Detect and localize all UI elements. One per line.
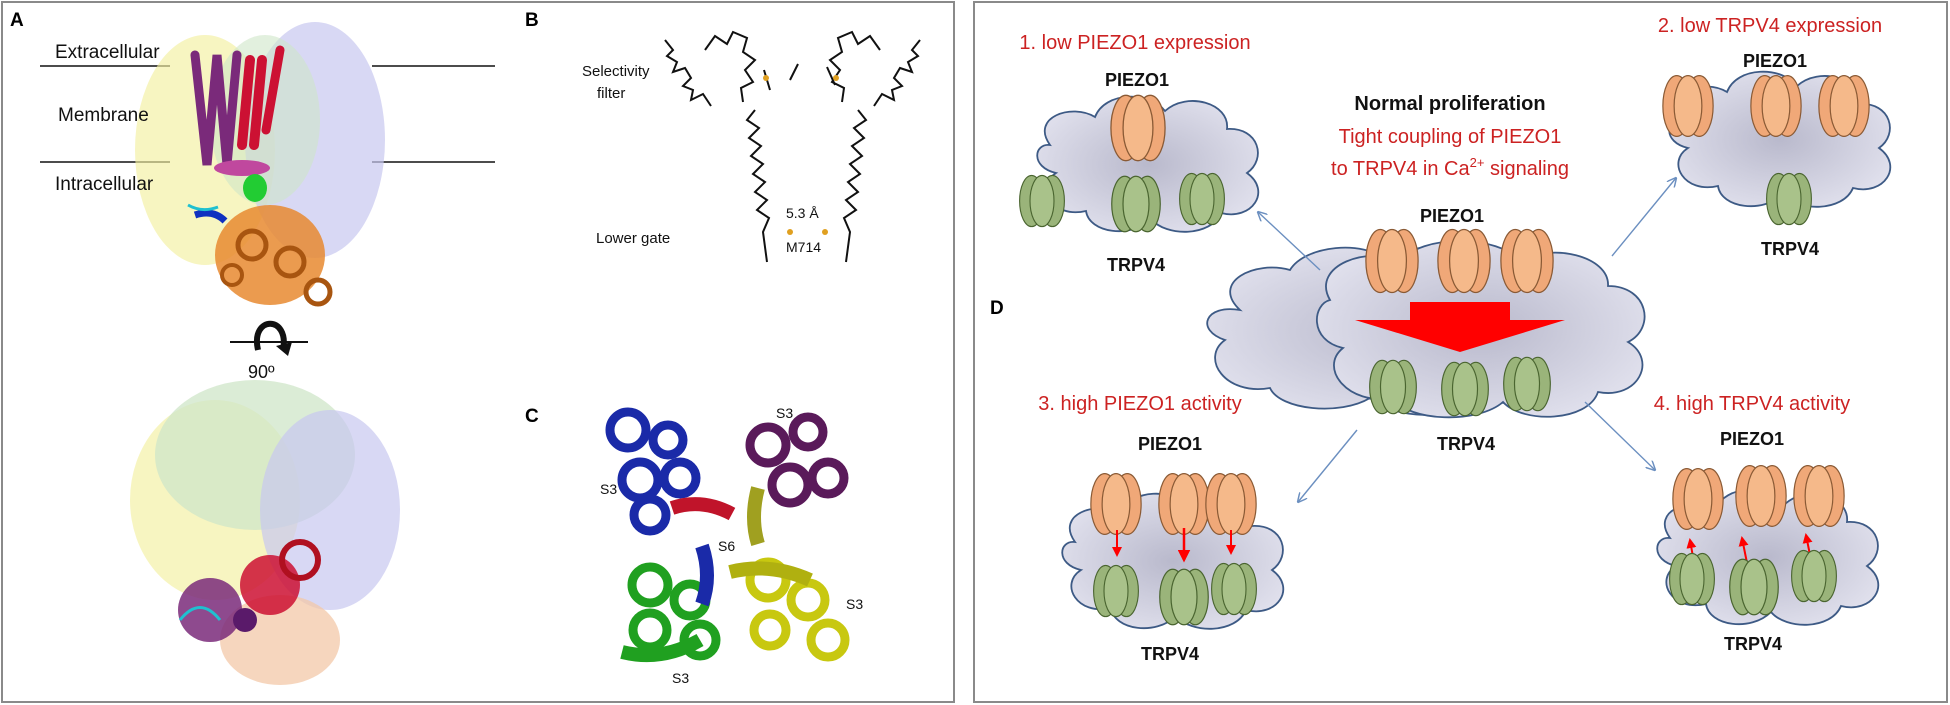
center-coupling-arrow [1355, 302, 1565, 352]
scenario-3-title: 3. high PIEZO1 activity [1038, 393, 1241, 415]
subunit-olive-helix [747, 486, 765, 547]
extracellular-label: Extracellular [55, 42, 160, 63]
s3-label-bottom-right: S3 [846, 596, 863, 612]
scenario-1-trpv-channel-2 [1111, 175, 1161, 233]
scenario-3-trpv-channel-2 [1159, 568, 1209, 626]
scenario-1-trpv-label: TRPV4 [1107, 255, 1165, 275]
scenario-4-piezo-channel-1 [1672, 468, 1724, 530]
scenario-2-piezo-channel-3 [1818, 75, 1870, 137]
s3-label-bottom-left: S3 [672, 670, 689, 686]
subunit-green [627, 562, 721, 661]
scenario-2-piezo-channel-2 [1750, 75, 1802, 137]
scenario-3-piezo-channel-2 [1158, 473, 1210, 535]
scenario-1-piezo-label: PIEZO1 [1105, 70, 1169, 90]
scenario-4-piezo-label: PIEZO1 [1720, 429, 1784, 449]
center-trpv-channel-3 [1503, 356, 1551, 412]
scenario-4-piezo-channel-2 [1735, 465, 1787, 527]
center-subtitle-line2-post: signaling [1484, 158, 1569, 180]
center-piezo-label: PIEZO1 [1420, 206, 1484, 226]
gate-residue-right [822, 229, 828, 235]
s6-label: S6 [718, 538, 735, 554]
center-subtitle-line1: Tight coupling of PIEZO1 [1339, 126, 1562, 148]
arrow-to-scenario-1 [1258, 212, 1321, 271]
panel-d-letter: D [990, 298, 1004, 319]
center-trpv-label: TRPV4 [1437, 434, 1495, 454]
scenario-1-group: 1. low PIEZO1 expression PIEZO1 TRPV4 [1018, 32, 1260, 275]
scenario-2-title: 2. low TRPV4 expression [1658, 15, 1882, 37]
center-piezo-channel-3 [1500, 228, 1554, 294]
panel-b: B Selectivity filter Lower gate 5.3 Å M7… [525, 10, 921, 263]
center-group: Normal proliferation Tight coupling of P… [1206, 93, 1646, 454]
scenario-4-trpv-channel-2 [1729, 558, 1779, 616]
center-subtitle-line2: to TRPV4 in Ca2+ signaling [1331, 155, 1569, 180]
arrow-to-scenario-4 [1584, 401, 1655, 470]
selectivity-filter-label-line2: filter [597, 85, 625, 102]
subunit-blue [605, 407, 701, 536]
selectivity-filter-label-line1: Selectivity [582, 63, 650, 80]
scenario-1-trpv-channel-1 [1018, 174, 1066, 228]
scenario-2-piezo-channel-1 [1662, 75, 1714, 137]
arrow-to-scenario-2 [1611, 178, 1676, 257]
scenario-2-piezo-label: PIEZO1 [1743, 51, 1807, 71]
scenario-3-group: 3. high PIEZO1 activity PIEZO1 TRPV4 [1038, 393, 1285, 664]
subunit-green-tail [620, 633, 704, 663]
center-trpv-channel-2 [1441, 361, 1489, 417]
pore-backbone-trace [664, 30, 921, 263]
filter-residue-right [833, 75, 839, 81]
subunit-yellow-tail [728, 561, 813, 587]
scenario-4-group: 4. high TRPV4 activity PIEZO1 TRPV4 [1654, 393, 1880, 654]
scenario-4-trpv-channel-3 [1790, 549, 1838, 603]
center-subtitle-line2-pre: to TRPV4 in Ca [1331, 158, 1470, 180]
scenario-1-trpv-channel-3 [1178, 172, 1226, 226]
scenario-2-trpv-channel [1765, 172, 1813, 226]
intracellular-label: Intracellular [55, 174, 154, 195]
rotation-icon [230, 320, 308, 356]
filter-residue-left [763, 75, 769, 81]
center-piezo-channel-2 [1437, 228, 1491, 294]
center-subtitle-line2-sup: 2+ [1470, 155, 1485, 170]
subunit-red-s6 [669, 497, 736, 521]
residue-label: M714 [786, 239, 821, 255]
scenario-1-piezo-channel [1110, 94, 1166, 162]
trpv4-side-view-structure [135, 22, 385, 307]
scenario-3-piezo-channel-3 [1205, 473, 1257, 535]
arrow-to-scenario-3 [1298, 429, 1358, 502]
trpv4-top-view-structure [130, 380, 400, 685]
scenario-1-title: 1. low PIEZO1 expression [1019, 32, 1250, 54]
scenario-3-trpv-channel-1 [1092, 564, 1140, 618]
pore-distance-label: 5.3 Å [786, 205, 819, 221]
scenario-2-group: 2. low TRPV4 expression PIEZO1 TRPV4 [1658, 15, 1892, 259]
scenario-3-trpv-label: TRPV4 [1141, 644, 1199, 664]
scenario-3-piezo-label: PIEZO1 [1138, 434, 1202, 454]
scenario-4-trpv-channel-1 [1668, 552, 1716, 606]
lower-gate-label: Lower gate [596, 230, 670, 247]
panel-a-letter: A [10, 10, 24, 31]
s3-label-top-right: S3 [776, 405, 793, 421]
panel-c-letter: C [525, 406, 539, 427]
center-trpv-channel-1 [1369, 359, 1417, 415]
scenario-4-title: 4. high TRPV4 activity [1654, 393, 1850, 415]
subunit-purple [745, 412, 849, 508]
scenario-2-trpv-label: TRPV4 [1761, 239, 1819, 259]
s3-label-top-left: S3 [600, 481, 617, 497]
scenario-3-trpv-channel-3 [1210, 562, 1258, 616]
center-title: Normal proliferation [1354, 93, 1545, 115]
gate-residue-left [787, 229, 793, 235]
panel-a: A Extracellular Membrane Intracellular [10, 10, 495, 685]
rotation-label: 90º [248, 362, 275, 382]
panel-b-letter: B [525, 10, 539, 31]
panel-c: C S3 S [525, 405, 863, 686]
scenario-4-trpv-label: TRPV4 [1724, 634, 1782, 654]
membrane-label: Membrane [58, 105, 149, 126]
scenario-3-piezo-channel-1 [1090, 473, 1142, 535]
scenario-4-piezo-channel-3 [1793, 465, 1845, 527]
subunit-green-s6-blue [695, 543, 714, 607]
center-piezo-channel-1 [1365, 228, 1419, 294]
